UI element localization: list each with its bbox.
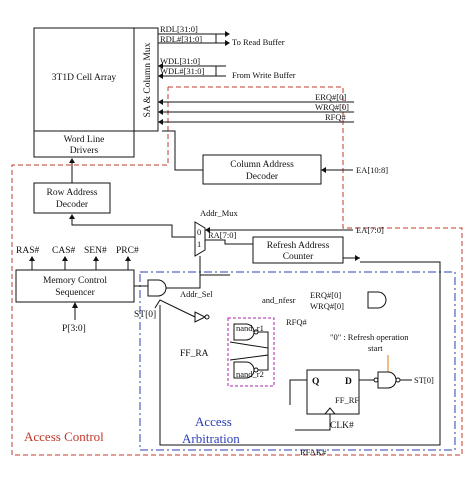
access-arbitration-label-2: Arbitration [182, 431, 240, 446]
row-decoder-label-2: Decoder [56, 200, 89, 210]
st-label: ST[0] [134, 310, 156, 320]
mux-0-label: 0 [197, 227, 201, 237]
and-gate [147, 279, 167, 297]
start-and-gate [377, 371, 397, 389]
wdl-label: WDL[31:0] [160, 56, 200, 66]
cell-array-label: 3T1D Cell Array [52, 73, 117, 83]
erq-label: ERQ#[0] [315, 92, 346, 102]
column-decoder-label-1: Column Address [230, 160, 294, 170]
access-arbitration-region [139, 271, 456, 451]
wdl-n-label: WDL#[31:0] [160, 66, 205, 76]
to-read-buffer-label: To Read Buffer [232, 37, 285, 47]
wrq-label: WRQ#[0] [315, 102, 349, 112]
d-label: D [345, 377, 352, 387]
ra-label: RA[7:0] [208, 230, 237, 240]
row-decoder-block [33, 182, 111, 214]
ff-rf-block [306, 369, 360, 415]
addr-mux [194, 221, 206, 257]
ff-rf-label: FF_RF [335, 395, 359, 405]
column-mux-label: SA & Column Mux [143, 42, 153, 117]
p-label: P[3:0] [62, 324, 86, 334]
rfak-label: RFAK# [300, 447, 327, 457]
st2-label: ST[0] [414, 375, 434, 385]
ea-hi-label: EA[10:8] [356, 165, 388, 175]
ff-ra-region [227, 317, 275, 387]
column-decoder-label-2: Decoder [246, 172, 279, 182]
word-line-drivers-label-1: Word Line [64, 135, 105, 145]
column-mux-block [133, 27, 159, 132]
q-label: Q [312, 377, 319, 387]
access-control-label: Access Control [24, 429, 104, 444]
column-decoder-block [202, 154, 322, 185]
refresh-note-2: start [368, 343, 383, 353]
mux-1-label: 1 [197, 239, 201, 249]
from-write-buffer-label: From Write Buffer [232, 70, 296, 80]
access-control-region [11, 86, 463, 456]
rdl-n-label: RDL#[31:0] [160, 34, 202, 44]
erq2-label: ERQ#[0] [310, 290, 341, 300]
refresh-counter-block [252, 236, 344, 264]
and-nfesr-label: and_nfesr [262, 295, 296, 305]
refresh-note-1: "0" : Refresh operation [330, 332, 409, 342]
rdl-label: RDL[31:0] [160, 24, 198, 34]
sen-label: SEN# [84, 246, 107, 256]
ras-label: RAS# [16, 246, 39, 256]
refresh-counter-label-1: Refresh Address [267, 240, 330, 251]
word-line-drivers-label-2: Drivers [70, 146, 99, 156]
memory-control-label-1: Memory Control [43, 276, 107, 286]
cas-label: CAS# [52, 246, 75, 256]
rfq-label: RFQ# [325, 112, 347, 122]
prc-label: PRC# [116, 246, 139, 256]
memory-control-label-2: Sequencer [55, 288, 95, 298]
and-nfesr-gate [367, 291, 387, 309]
ff-ra-label: FF_RA [180, 349, 209, 359]
nand-r1-label: nand_r1 [236, 323, 264, 333]
nand-r2-label: nand_r2 [236, 369, 264, 379]
access-arbitration-label-1: Access [195, 414, 232, 429]
addr-sel-label: Addr_Sel [180, 289, 213, 299]
addr-mux-label: Addr_Mux [200, 208, 239, 218]
wrq2-label: WRQ#[0] [310, 301, 344, 311]
row-decoder-label-1: Row Address [47, 188, 98, 198]
rfq2-label: RFQ# [286, 317, 308, 327]
buffer-gate [194, 311, 207, 323]
refresh-counter-label-2: Counter [283, 252, 314, 262]
clk-label: CLK# [330, 421, 354, 431]
ea-lo-label: EA[7:0] [356, 225, 384, 235]
word-line-drivers-block [33, 130, 135, 158]
